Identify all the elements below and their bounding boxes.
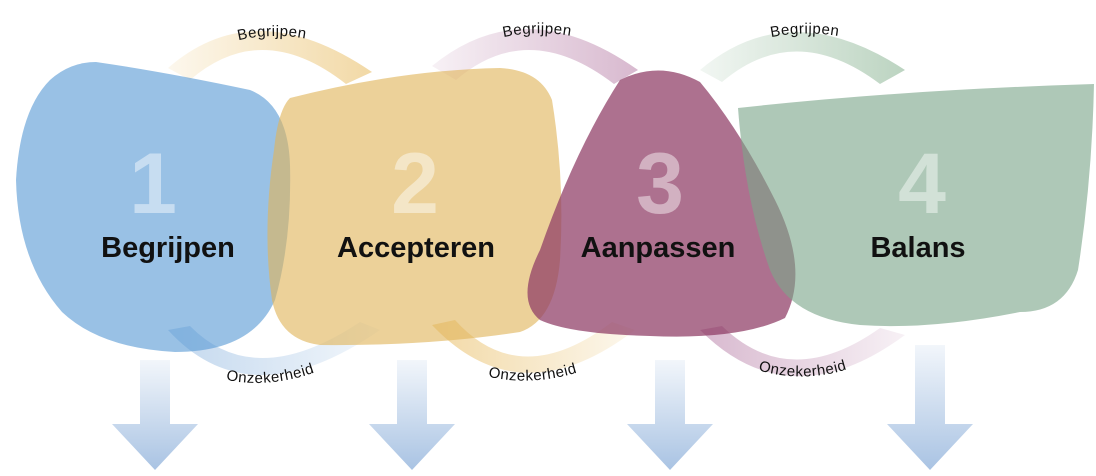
stage-1-label: Begrijpen [101, 232, 235, 264]
down-arrow [627, 360, 713, 470]
down-arrow [369, 360, 455, 470]
stage-4-label: Balans [870, 232, 965, 264]
down-arrow [887, 345, 973, 470]
stage-2-label: Accepteren [337, 232, 495, 264]
stage-1-number: 1 [129, 136, 177, 232]
stage-3-number: 3 [636, 136, 684, 232]
top-arc [700, 32, 905, 84]
stage-2-number: 2 [391, 136, 439, 232]
stage-4-number: 4 [898, 136, 946, 232]
stage-3-label: Aanpassen [581, 232, 736, 264]
down-arrow [112, 360, 198, 470]
